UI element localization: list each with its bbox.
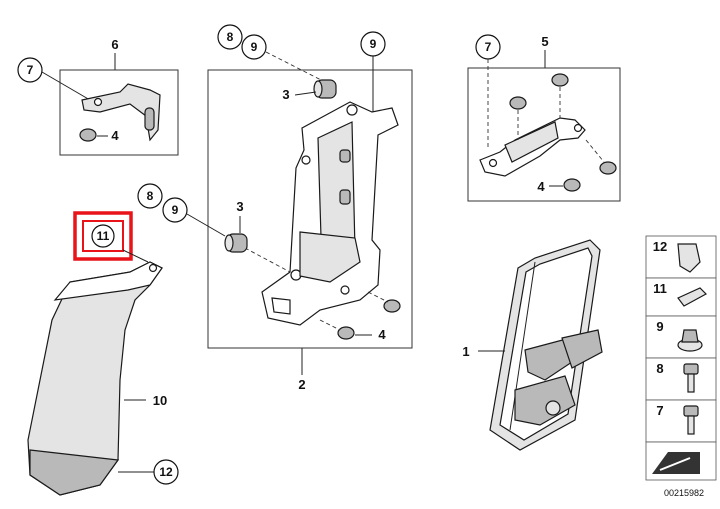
group-5-bracket: 5 7 4 [467,34,621,202]
diagram-code: 00215982 [664,488,704,498]
callout-12: 12 [159,465,173,479]
nut-4-b-1 [383,299,401,313]
callout-6: 6 [111,37,118,52]
callout-7a: 7 [27,63,34,77]
legend-label-12: 12 [653,239,667,254]
clip-12-icon [677,243,701,273]
legend-label-7: 7 [656,403,663,418]
module-1-connector-c [514,375,576,426]
bracket-6-slot [144,107,155,131]
nut-4-b-2 [337,326,355,340]
nut-5-c [599,161,617,175]
callout-9b: 9 [370,37,377,51]
module-1-connector-b [561,329,603,369]
legend-label-9: 9 [656,319,663,334]
nut-5-a [509,96,527,110]
callout-3b: 3 [236,199,243,214]
callout-4a: 4 [111,128,119,143]
group-2-frame-bracket: 2 8 9 9 3 8 9 3 [137,24,413,392]
callout-4c: 4 [537,179,545,194]
callout-1: 1 [462,344,469,359]
callout-11: 11 [97,229,110,243]
nut-5-b [551,73,569,87]
nut-4-c [563,178,581,192]
legend-label-8: 8 [656,361,663,376]
callout-3a: 3 [282,87,289,102]
callout-2: 2 [298,377,305,392]
callout-9a: 9 [251,40,258,54]
nut-4-a [79,128,97,142]
group-6-bracket: 6 7 4 [17,37,179,156]
callout-8b: 8 [147,189,154,203]
callout-8a: 8 [227,30,234,44]
trim-cover-top [53,261,163,301]
bracket-6-shape [81,83,161,142]
trim-cover-base [29,449,120,496]
callout-7-circle-a [17,57,43,83]
callout-9c: 9 [172,203,179,217]
screw-8-icon [683,363,699,375]
group-5-frame [467,67,621,202]
callout-4b: 4 [378,327,386,342]
group-1-control-module: 1 [462,239,603,451]
screw-7-icon [683,405,699,417]
group-6-frame [59,69,179,156]
callout-5: 5 [541,34,548,49]
highlight-box-11 [73,211,133,261]
group-2-frame [207,69,413,349]
fastener-legend: 12 11 9 8 7 00215982 [645,235,717,498]
highlight-box-inner [82,220,124,252]
group-10-trim-cover: 11 10 12 [27,211,179,496]
callout-10: 10 [153,393,167,408]
callout-7b: 7 [485,40,492,54]
rivet-11-icon [677,287,707,307]
legend-label-11: 11 [653,281,667,296]
